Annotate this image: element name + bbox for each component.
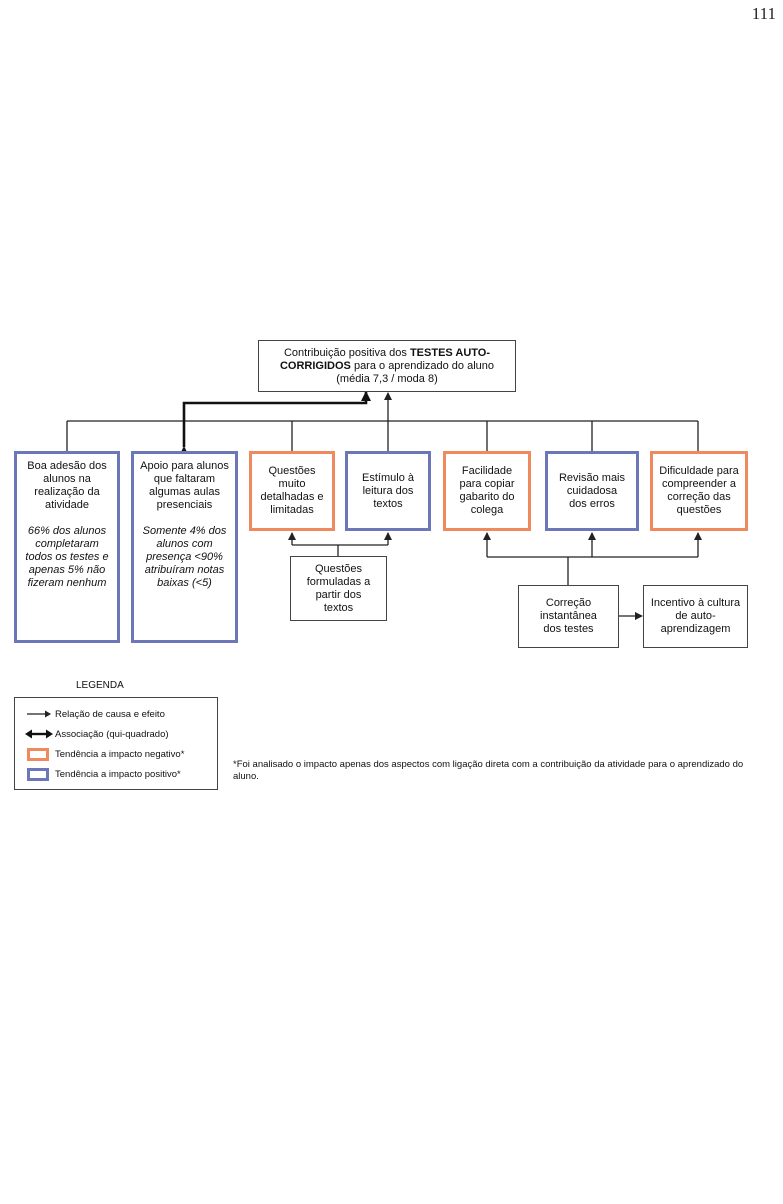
legend-title: LEGENDA [76, 680, 124, 691]
cause-questoes-formuladas: Questões formuladas a partir dos textos [290, 556, 387, 621]
legend-cause-effect: Relação de causa e efeito [55, 709, 165, 720]
aspect-label: Questões muito detalhadas e limitadas [260, 465, 324, 516]
cause-correcao-instantanea: Correção instantânea dos testes [518, 585, 619, 648]
legend-association: Associação (qui-quadrado) [55, 729, 169, 740]
cause-label: Correção instantânea dos testes [540, 597, 597, 635]
aspect-estimulo-leitura: Estímulo à leitura dos textos [345, 451, 431, 531]
legend: Relação de causa e efeito Associação (qu… [14, 697, 218, 790]
legend-positive: Tendência a impacto positivo* [55, 769, 181, 780]
aspect-apoio-alunos: Apoio para alunos que faltaram algumas a… [131, 451, 238, 643]
legend-positive-swatch [27, 768, 49, 781]
diagram-title-box: Contribuição positiva dos TESTES AUTO-CO… [258, 340, 516, 392]
diagram-subtitle: (média 7,3 / moda 8) [336, 372, 438, 385]
aspect-dificuldade-correcao: Dificuldade para compreender a correção … [650, 451, 748, 531]
cause-label: Questões formuladas a partir dos textos [306, 562, 371, 614]
effect-incentivo-autoaprendizagem: Incentivo à cultura de auto-aprendizagem [643, 585, 748, 648]
aspect-label: Revisão mais cuidadosa dos erros [558, 471, 626, 510]
footnote: *Foi analisado o impacto apenas dos aspe… [233, 759, 744, 782]
page-number: 111 [751, 4, 776, 23]
diagram-title: Contribuição positiva dos TESTES AUTO-CO… [279, 346, 495, 372]
aspect-label: Apoio para alunos que faltaram algumas a… [140, 460, 229, 511]
effect-label: Incentivo à cultura de auto-aprendizagem [650, 597, 741, 635]
aspect-label: Estímulo à leitura dos textos [362, 471, 414, 510]
aspect-detail: 66% dos alunos completaram todos os test… [25, 525, 109, 589]
aspect-label: Boa adesão dos alunos na realização da a… [27, 460, 107, 511]
aspect-revisao-erros: Revisão mais cuidadosa dos erros [545, 451, 639, 531]
aspect-facilidade-copiar: Facilidade para copiar gabarito do coleg… [443, 451, 531, 531]
legend-negative: Tendência a impacto negativo* [55, 749, 185, 760]
aspect-label: Facilidade para copiar gabarito do coleg… [459, 465, 515, 516]
aspect-detail: Somente 4% dos alunos com presença <90% … [142, 525, 227, 589]
legend-negative-swatch [27, 748, 49, 761]
aspect-label: Dificuldade para compreender a correção … [659, 465, 739, 516]
aspect-boa-adesao: Boa adesão dos alunos na realização da a… [14, 451, 120, 643]
legend-arrow-icons [25, 710, 53, 739]
aspect-questoes-detalhadas: Questões muito detalhadas e limitadas [249, 451, 335, 531]
